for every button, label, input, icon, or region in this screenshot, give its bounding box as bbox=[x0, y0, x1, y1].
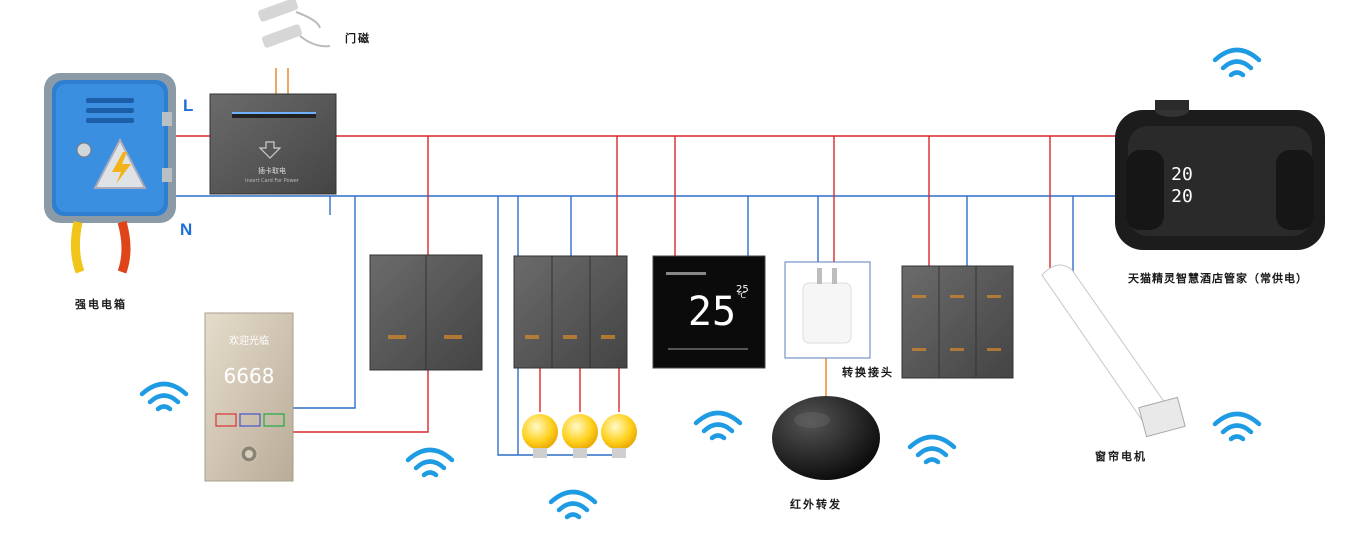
curtain-motor-label: 窗帘电机 bbox=[1095, 450, 1147, 463]
thermostat-unit: ℃ bbox=[737, 291, 746, 300]
scene-switch bbox=[901, 265, 1014, 379]
door-magnet-label: 门磁 bbox=[345, 32, 371, 45]
neutral-label: N bbox=[180, 220, 193, 239]
live-label: L bbox=[183, 96, 194, 115]
adapter bbox=[784, 261, 871, 359]
ir-blaster-label: 红外转发 bbox=[790, 498, 842, 511]
ir-blaster bbox=[772, 396, 880, 480]
card-switch-en: Insert Card For Power bbox=[245, 178, 300, 184]
bulb-icon bbox=[522, 414, 637, 458]
card-switch-cn: 插卡取电 bbox=[258, 166, 286, 175]
wifi-icon bbox=[139, 47, 1262, 520]
three-gang-switch bbox=[513, 255, 628, 369]
thermostat: 25 ℃ 25 bbox=[652, 255, 766, 369]
power-box-label: 强电电箱 bbox=[75, 298, 127, 311]
curtain-motor bbox=[1041, 264, 1186, 438]
speaker-clock-top: 20 bbox=[1171, 164, 1193, 185]
power-box bbox=[44, 73, 176, 274]
two-gang-switch bbox=[369, 254, 483, 371]
lightning-icon bbox=[112, 152, 131, 184]
speaker-clock-bottom: 20 bbox=[1171, 186, 1193, 207]
doorplate: 欢迎光临 6668 bbox=[204, 312, 294, 482]
doorplate-room: 6668 bbox=[224, 364, 275, 388]
doorplate-hotel: 欢迎光临 bbox=[229, 334, 269, 347]
drop-wires bbox=[275, 68, 1074, 456]
thermostat-temp: 25 bbox=[688, 289, 736, 335]
tmall-speaker: 20 20 bbox=[1115, 100, 1325, 250]
tmall-speaker-label: 天猫精灵智慧酒店管家（常供电） bbox=[1128, 272, 1308, 285]
thermostat-set: 25 bbox=[736, 284, 749, 295]
door-magnet bbox=[257, 0, 331, 48]
adapter-label: 转换接头 bbox=[842, 366, 894, 379]
card-power-switch: 插卡取电 Insert Card For Power bbox=[209, 93, 337, 195]
